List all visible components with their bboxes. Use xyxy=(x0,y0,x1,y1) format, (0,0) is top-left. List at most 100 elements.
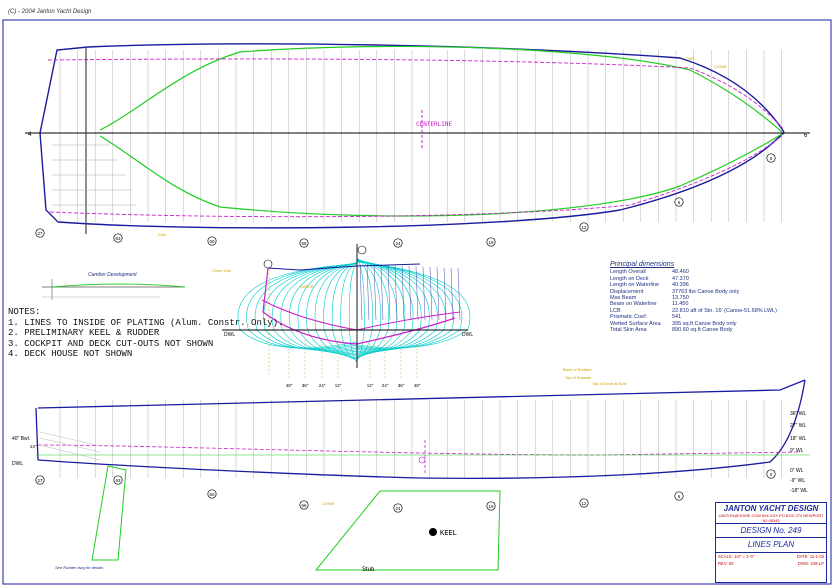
body-section-forward xyxy=(356,257,365,361)
title-block: JANTON YACHT DESIGN JANTON@HOME.COM 604-… xyxy=(715,502,827,583)
station-number: 60 xyxy=(209,492,215,497)
dimension-value: 395 sq.ft Canoe Body only xyxy=(672,320,737,327)
plan-waterline-lower xyxy=(99,133,783,217)
station-bubble xyxy=(35,228,45,238)
dimension-key: Wetted Surface Area xyxy=(610,320,661,327)
scale-label: SCALE: 1/4" = 1'-0" xyxy=(718,554,755,559)
plan-diagonal-upper xyxy=(47,58,785,131)
station-bubble xyxy=(207,236,217,246)
station-number: 24 xyxy=(395,241,401,246)
date-label: DATE: 11-1-03 xyxy=(796,554,824,559)
half-breadth-label: 12" xyxy=(367,383,374,388)
profile-lcb-marker xyxy=(418,456,426,464)
keel-label: KEEL xyxy=(440,529,457,537)
body-vertical-rule xyxy=(450,267,454,321)
dimension-row: Total Skin Area 890.60 sq.ft Canoe Body xyxy=(610,327,777,333)
design-number: DESIGN No. 249 xyxy=(716,524,826,538)
body-vertical-rule xyxy=(415,266,419,321)
top-bulwark-label: Top of Bulwark xyxy=(565,375,591,380)
station-bubble xyxy=(766,153,776,163)
station-number: 66 xyxy=(301,241,307,246)
plan-diagonal-lower xyxy=(49,133,785,218)
half-breadth-label: 36" xyxy=(302,383,309,388)
station-bubble xyxy=(486,501,496,511)
profile-transom xyxy=(35,407,39,461)
dimension-key: Length on Waterline xyxy=(610,282,660,289)
dimensions-title: Principal dimensions xyxy=(610,261,675,268)
title-block-footer: SCALE: 1/4" = 1'-0" DATE: 11-1-03 xyxy=(716,553,826,560)
dimension-row: Length Overall 48.460 xyxy=(610,269,777,275)
half-breadth-label: 24" xyxy=(382,383,389,388)
dimension-value: 37763 lbs Canoe Body only xyxy=(672,288,740,295)
profile-rudder xyxy=(91,465,127,561)
dimension-key: Beam on Waterline xyxy=(610,301,657,308)
profile-sheer-line xyxy=(37,379,806,409)
station-bubble xyxy=(393,503,403,513)
half-breadth-label: 36" xyxy=(398,383,405,388)
rev-label: REV: 00 xyxy=(718,561,734,566)
dimension-value: 890.60 sq.ft Canoe Body xyxy=(672,327,733,334)
station-bubble xyxy=(113,233,123,243)
body-vertical-rule xyxy=(380,264,384,321)
dimension-value: 541 xyxy=(672,314,682,321)
profile-station-lines xyxy=(59,400,782,478)
body-half-breadth-labels: 48"36"24"12"12"24"36"48" xyxy=(263,245,421,388)
dimension-key: Length on Deck xyxy=(610,275,649,282)
body-vertical-rule xyxy=(401,265,405,321)
copyright-text: (C) - 2004 Janton Yacht Design xyxy=(8,9,92,15)
body-sheer xyxy=(267,263,421,271)
station-number: 0 xyxy=(770,156,773,161)
waterline-label: 36" WL xyxy=(790,411,806,417)
dwg-label: DWG: 249-LP xyxy=(797,561,824,566)
station-number: 63 xyxy=(115,478,121,483)
dimension-row: Displacement 37763 lbs Canoe Body only xyxy=(610,289,777,295)
principal-dimensions: Principal dimensions Length Overall 48.46… xyxy=(610,261,777,333)
notes-title: NOTES: xyxy=(8,307,41,317)
dimension-value: 47.370 xyxy=(672,275,689,282)
dimension-key: Max Beam xyxy=(610,295,637,302)
bow-end-label: 6 xyxy=(804,133,808,139)
body-vertical-rule xyxy=(387,265,391,321)
sheet-title: LINES PLAN xyxy=(716,538,826,553)
body-vertical-rule xyxy=(359,263,363,321)
dimension-row: Length on Deck 47.370 xyxy=(610,276,777,282)
body-station-bubble xyxy=(263,259,273,269)
plan-chine-label: CHINE xyxy=(714,64,727,69)
plan-sheer-lower xyxy=(39,131,785,229)
dimension-row: Prismatic Coef.541 xyxy=(610,314,777,320)
profile-dwl-label: DWL xyxy=(12,461,23,467)
body-vertical-rule xyxy=(457,268,461,321)
dimension-key: LCB xyxy=(610,307,621,314)
plan-chine-line-label: Chine Line xyxy=(212,268,232,273)
notes-block: NOTES: 1. LINES TO INSIDE OF PLATING (Al… xyxy=(8,307,283,360)
dimension-row: Beam on Waterline 11.450 xyxy=(610,301,777,307)
waterline-label: -9" WL xyxy=(790,478,805,484)
station-number: 6 xyxy=(678,494,681,499)
plan-dwl-bow-label: DWL xyxy=(686,56,696,61)
dimension-value: 48.460 xyxy=(672,269,689,276)
profile-chine-line xyxy=(37,444,801,456)
station-bubble xyxy=(299,238,309,248)
half-breadth-label: 24" xyxy=(319,383,326,388)
plan-dwl-label: DWL xyxy=(158,232,168,237)
station-bubble xyxy=(674,197,684,207)
station-number: 24 xyxy=(395,506,401,511)
station-bubble xyxy=(207,489,217,499)
half-breadth-label: 48" xyxy=(286,383,293,388)
dimension-key: Total Skin Area xyxy=(610,327,647,334)
plan-station-lines xyxy=(59,50,782,222)
station-number: 60 xyxy=(209,239,215,244)
dimension-key: Length Overall xyxy=(610,269,646,276)
profile-cockpit-hatch xyxy=(39,431,101,461)
profile-keel-line xyxy=(37,379,806,480)
station-bubble xyxy=(393,238,403,248)
dimension-value: 11.450 xyxy=(672,301,689,308)
body-section-forward xyxy=(356,260,446,351)
station-number: 18 xyxy=(488,504,494,509)
station-number: 66 xyxy=(301,503,307,508)
note-item: 2. PRELIMINARY KEEL & RUDDER xyxy=(8,328,160,338)
dimension-key: Displacement xyxy=(610,288,644,295)
